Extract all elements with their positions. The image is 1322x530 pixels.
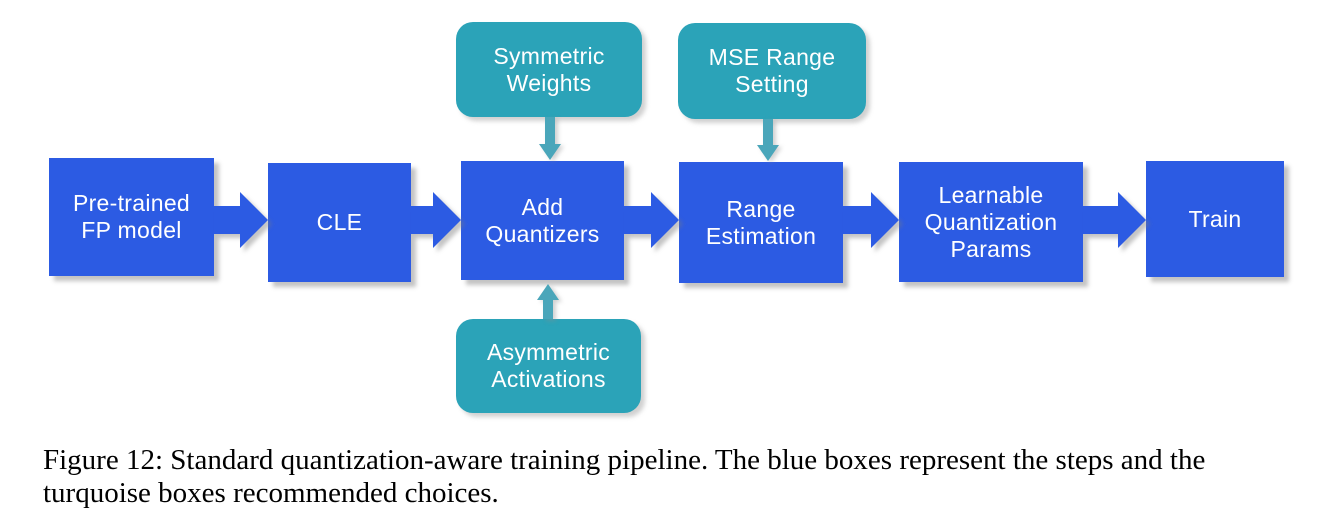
recommendation-label: MSE Range Setting	[708, 44, 836, 97]
recommendation-label: Asymmetric Activations	[486, 339, 611, 392]
arrow-up-icon	[537, 284, 559, 319]
flow-arrow-right-icon	[411, 192, 461, 248]
recommendation-box-symmetric-weights: Symmetric Weights	[456, 22, 642, 117]
step-label: Pre-trained FP model	[72, 190, 191, 243]
recommendation-label: Symmetric Weights	[493, 42, 605, 96]
step-label: CLE	[316, 209, 363, 235]
flow-arrow-right-icon	[843, 192, 899, 248]
arrow-down-icon	[757, 119, 779, 161]
step-label: Train	[1188, 205, 1242, 232]
step-box-train: Train	[1146, 161, 1284, 277]
step-box-pretrained-fp-model: Pre-trained FP model	[49, 158, 214, 276]
flow-arrow-right-icon	[624, 192, 679, 248]
flow-arrow-right-icon	[1083, 192, 1146, 248]
step-label: Range Estimation	[705, 195, 817, 249]
step-box-range-estimation: Range Estimation	[679, 162, 843, 283]
arrow-down-icon	[539, 117, 561, 160]
figure-caption-line-2: turquoise boxes recommended choices.	[43, 477, 499, 509]
step-box-learnable-quantization-params: Learnable Quantization Params	[899, 162, 1083, 282]
figure-caption: Figure 12: Standard quantization-aware t…	[43, 444, 1205, 510]
step-box-cle: CLE	[268, 163, 411, 282]
step-box-add-quantizers: Add Quantizers	[461, 161, 624, 280]
figure-caption-line-1: Figure 12: Standard quantization-aware t…	[43, 444, 1206, 476]
step-label: Add Quantizers	[485, 193, 600, 247]
step-label: Learnable Quantization Params	[924, 181, 1058, 262]
recommendation-box-asymmetric-activations: Asymmetric Activations	[456, 319, 641, 413]
flow-arrow-right-icon	[214, 192, 268, 248]
recommendation-box-mse-range-setting: MSE Range Setting	[678, 23, 866, 119]
